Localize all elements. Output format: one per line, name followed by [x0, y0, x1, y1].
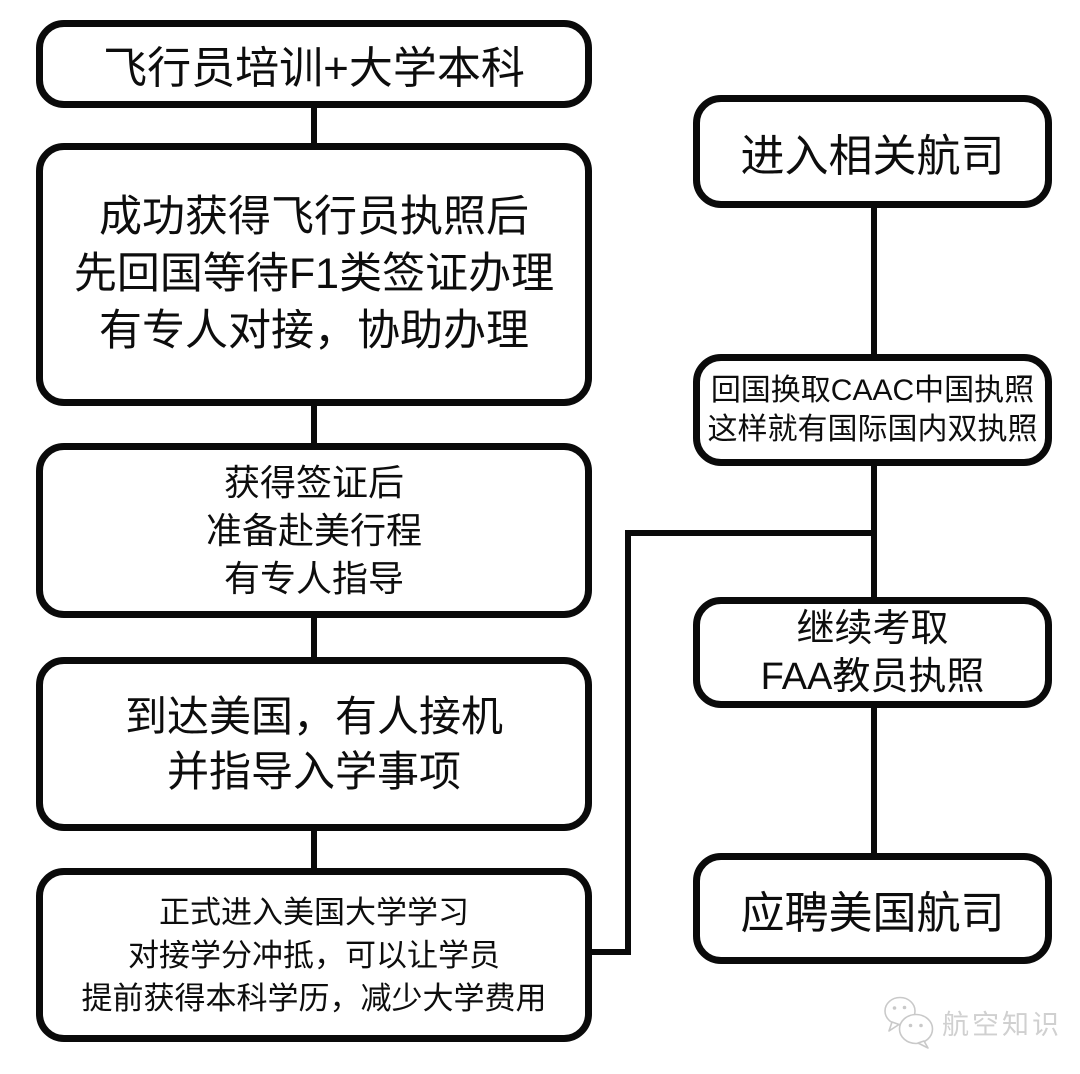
flow-box-text: 到达美国，有人接机 — [124, 693, 503, 740]
flow-box-text: FAA教员执照 — [760, 655, 985, 698]
connector-pilot-to-license — [311, 106, 317, 145]
flow-box-text: 应聘美国航司 — [740, 888, 1005, 938]
flow-box-faa-instructor: 继续考取 FAA教员执照 — [693, 597, 1052, 708]
connector-visa-to-arrival — [311, 616, 317, 659]
flow-box-join-airline: 进入相关航司 — [693, 95, 1052, 208]
connector-arrival-to-university — [311, 829, 317, 870]
flow-box-visa-trip-prep: 获得签证后 准备赴美行程 有专人指导 — [36, 443, 592, 618]
flow-box-apply-us-airline: 应聘美国航司 — [693, 853, 1052, 964]
connector-license-to-visa — [311, 404, 317, 445]
connector-airline-to-caac — [871, 206, 877, 356]
wechat-icon — [884, 996, 934, 1049]
flow-box-text: 有专人对接，协助办理 — [99, 307, 529, 355]
flow-box-text: 进入相关航司 — [740, 131, 1005, 181]
watermark-brand: 航空知识 — [880, 992, 1062, 1052]
flow-box-text: 准备赴美行程 — [205, 509, 422, 551]
flow-box-text: 继续考取 — [796, 607, 949, 650]
watermark-label: 航空知识 — [942, 1009, 1062, 1040]
flow-box-text: 有专人指导 — [223, 557, 404, 599]
flow-box-caac-dual-license: 回国换取CAAC中国执照 这样就有国际国内双执照 — [693, 354, 1052, 466]
flow-box-enter-university: 正式进入美国大学学习 对接学分冲抵，可以让学员 提前获得本科学历，减少大学费用 — [36, 868, 592, 1042]
flow-box-arrival-usa: 到达美国，有人接机 并指导入学事项 — [36, 657, 592, 831]
flow-box-text: 对接学分冲抵，可以让学员 — [128, 937, 500, 973]
flow-box-text: 回国换取CAAC中国执照 — [710, 374, 1035, 407]
flow-box-pilot-training: 飞行员培训+大学本科 — [36, 20, 592, 108]
flow-box-text: 提前获得本科学历，减少大学费用 — [81, 980, 547, 1016]
flow-box-text: 这样就有国际国内双执照 — [707, 413, 1038, 446]
connector-elbow-top-horizontal — [625, 530, 877, 536]
flow-box-text: 获得签证后 — [223, 461, 404, 503]
connector-elbow-vertical — [625, 530, 631, 955]
flow-box-text: 并指导入学事项 — [166, 748, 461, 795]
flow-box-text: 先回国等待F1类签证办理 — [73, 250, 555, 298]
flow-box-text: 正式进入美国大学学习 — [159, 894, 469, 930]
flow-box-text: 飞行员培训+大学本科 — [103, 44, 525, 93]
connector-faa-to-apply — [871, 706, 877, 855]
flow-box-license-then-visa: 成功获得飞行员执照后 先回国等待F1类签证办理 有专人对接，协助办理 — [36, 143, 592, 406]
flow-box-text: 成功获得飞行员执照后 — [99, 193, 529, 241]
connector-elbow-bottom-horizontal — [589, 949, 631, 955]
